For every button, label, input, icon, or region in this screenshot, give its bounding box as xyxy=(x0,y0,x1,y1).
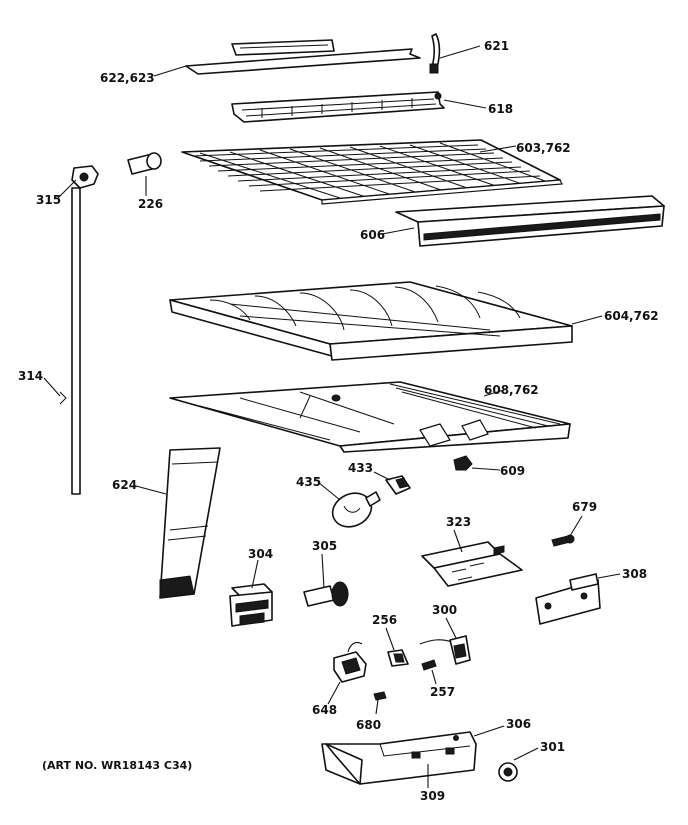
part-621-connector xyxy=(429,33,441,74)
callout-323: 323 xyxy=(446,515,471,529)
part-301-knob xyxy=(498,762,518,782)
part-608-evaporator-cover xyxy=(169,381,571,453)
part-308-bracket xyxy=(535,573,601,625)
callout-314: 314 xyxy=(18,369,43,383)
callout-433: 433 xyxy=(348,461,373,475)
art-number: (ART NO. WR18143 C34) xyxy=(42,759,192,772)
part-323-control-box xyxy=(421,541,523,587)
callout-622: 622,623 xyxy=(100,71,155,85)
part-433-socket xyxy=(385,475,411,495)
callout-309: 309 xyxy=(420,789,445,803)
callout-226: 226 xyxy=(138,197,163,211)
leader-lines xyxy=(43,45,621,788)
callout-618: 618 xyxy=(488,102,513,116)
callout-621: 621 xyxy=(484,39,509,53)
callout-308: 308 xyxy=(622,567,647,581)
part-304-block xyxy=(229,583,273,627)
callout-608: 608,762 xyxy=(484,383,539,397)
callout-604: 604,762 xyxy=(604,309,659,323)
part-314-rod xyxy=(59,187,81,495)
callout-257: 257 xyxy=(430,685,455,699)
callout-680: 680 xyxy=(356,718,381,732)
callout-304: 304 xyxy=(248,547,273,561)
callout-306: 306 xyxy=(506,717,531,731)
part-618-bracket xyxy=(231,91,445,123)
part-604-shelf-cover xyxy=(169,281,573,361)
callout-609: 609 xyxy=(500,464,525,478)
callout-679: 679 xyxy=(572,500,597,514)
callout-606: 606 xyxy=(360,228,385,242)
callout-301: 301 xyxy=(540,740,565,754)
callout-648: 648 xyxy=(312,703,337,717)
part-622-623-cover xyxy=(185,39,421,75)
part-256-switch xyxy=(387,649,409,667)
part-603-wire-shelf xyxy=(181,139,563,205)
part-257-screw xyxy=(421,659,437,671)
callout-labels: 621 622,623 618 603,762 315 226 606 604,… xyxy=(18,39,659,803)
part-624-panel xyxy=(159,447,221,599)
callout-603: 603,762 xyxy=(516,141,571,155)
part-648-relay xyxy=(333,641,367,683)
part-609-clip xyxy=(453,455,473,471)
part-306-housing xyxy=(321,731,477,785)
callout-305: 305 xyxy=(312,539,337,553)
callout-624: 624 xyxy=(112,478,137,492)
part-305-knob xyxy=(303,581,349,607)
part-315-support-hinge xyxy=(71,165,99,189)
callout-300: 300 xyxy=(432,603,457,617)
part-680-screw xyxy=(373,691,387,701)
part-679-screw xyxy=(551,534,575,547)
callout-256: 256 xyxy=(372,613,397,627)
part-300-thermostat xyxy=(419,635,471,665)
part-226-roller xyxy=(127,152,162,175)
callout-315: 315 xyxy=(36,193,61,207)
part-435-bulb xyxy=(331,491,381,528)
callout-435: 435 xyxy=(296,475,321,489)
part-606-trim xyxy=(395,195,665,247)
